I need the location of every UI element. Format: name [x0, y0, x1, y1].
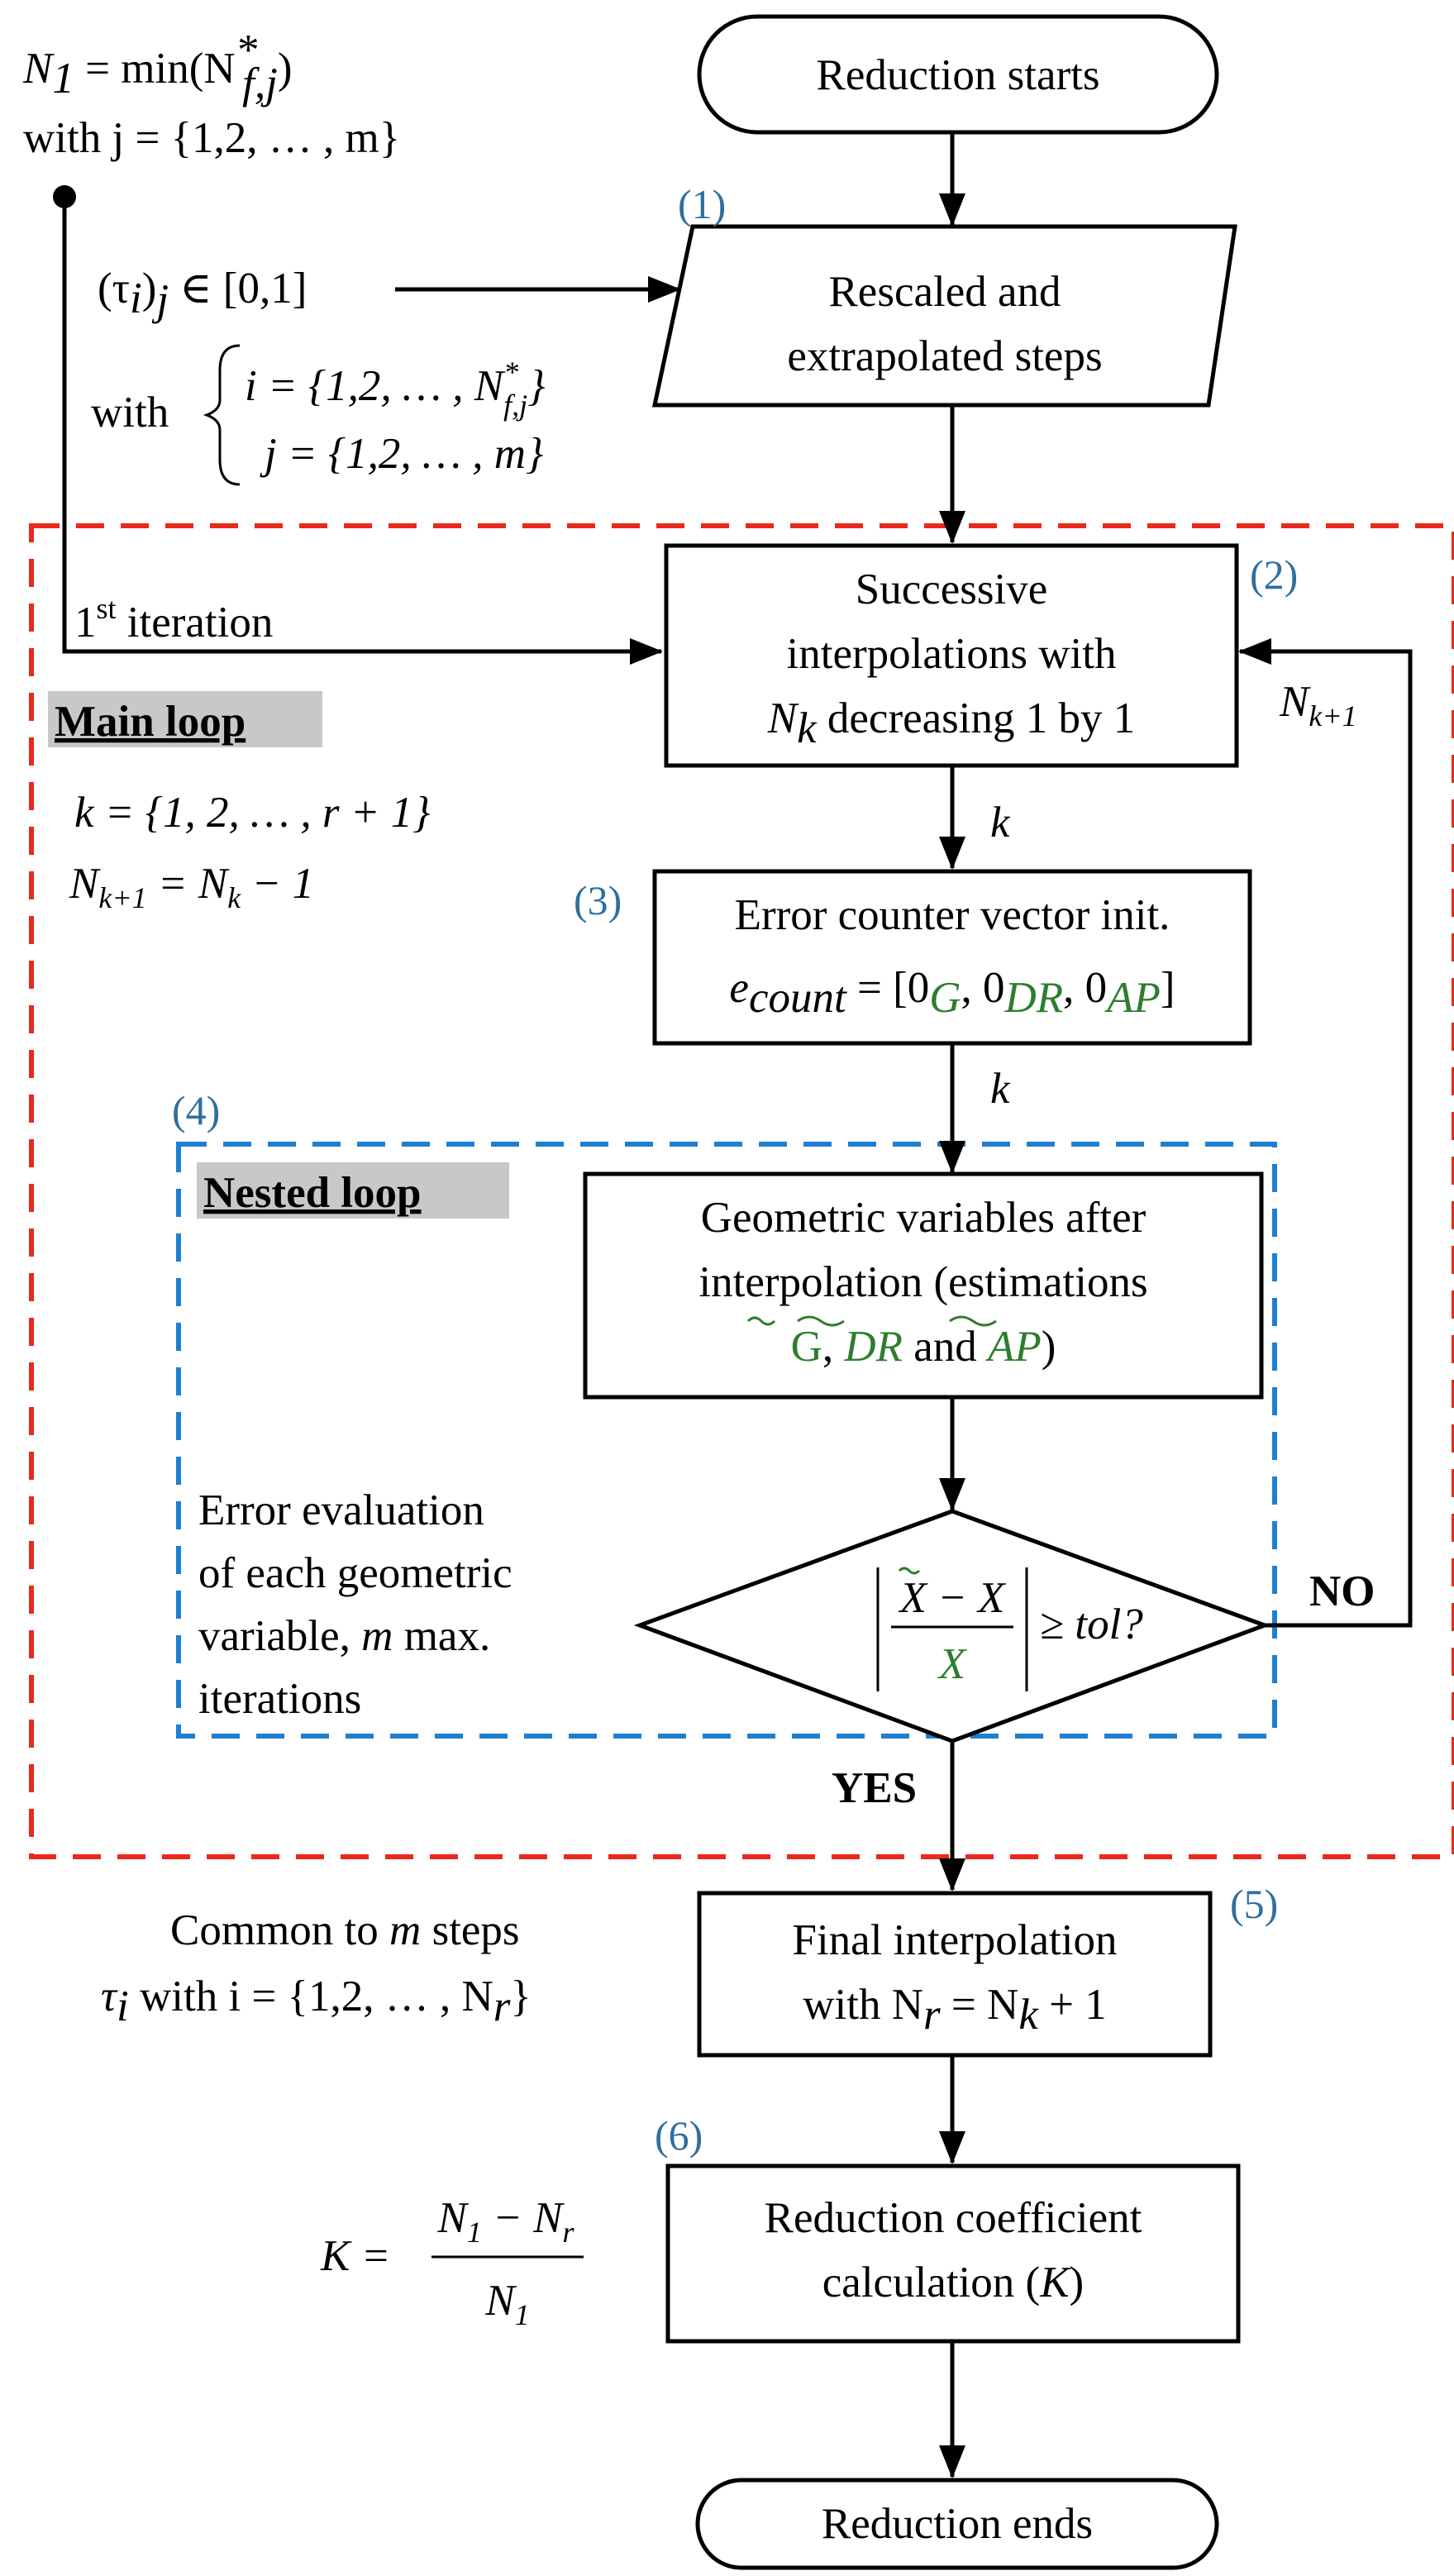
main-loop-region — [29, 523, 1454, 1859]
edge-label-nk1: Nk+1 — [1279, 678, 1357, 732]
tau-range: (τi)j ∈ [0,1] — [98, 265, 307, 324]
end-label: Reduction ends — [822, 2500, 1093, 2548]
common-tau: τi with i = {1,2, … , Nr} — [101, 1973, 532, 2030]
no-label: NO — [1309, 1567, 1375, 1615]
decision-denominator: X — [937, 1640, 968, 1688]
edge-label-k1: k — [990, 799, 1011, 847]
step5-line2: with Nr = Nk + 1 — [803, 1981, 1106, 2039]
tilde-dr — [797, 1315, 845, 1327]
k-formula-numerator: N1 − Nr — [437, 2194, 575, 2249]
with-word: with — [91, 389, 169, 436]
k-formula-lhs: K = — [320, 2232, 390, 2280]
step-number-2: (2) — [1250, 551, 1298, 598]
n1-source-dot — [53, 185, 76, 208]
step4-line1: Geometric variables after — [701, 1194, 1147, 1242]
step-number-5: (5) — [1230, 1881, 1278, 1927]
main-loop-highlight — [48, 691, 322, 747]
step3-line2: ecount = [0G, 0DR, 0AP] — [729, 964, 1175, 1022]
end-terminator — [695, 2478, 1219, 2570]
step2-line1: Successive — [856, 565, 1048, 613]
decision-tol: ≥ tol? — [1040, 1600, 1143, 1648]
error-eval-line2: of each geometric — [198, 1549, 512, 1597]
step4-line2: interpolation (estimations — [698, 1258, 1147, 1306]
brace — [203, 344, 241, 486]
step2-line2: interpolations with — [787, 630, 1117, 678]
yes-label: YES — [832, 1764, 917, 1812]
edge-first-iteration — [62, 197, 663, 665]
nested-loop-title: Nested loop — [203, 1169, 422, 1217]
k-definition: k = {1, 2, … , r + 1} — [74, 789, 430, 837]
step1-line2: extrapolated steps — [787, 332, 1102, 380]
tilde-ap — [949, 1315, 997, 1327]
with-i-definition: i = {1,2, … , N*f,j} — [245, 355, 545, 422]
tilde-g — [746, 1316, 776, 1326]
error-eval-line4: iterations — [198, 1675, 361, 1723]
step-number-1: (1) — [678, 181, 726, 227]
error-eval-line1: Error evaluation — [198, 1486, 484, 1534]
step6-reduction-coefficient — [665, 2163, 1241, 2344]
main-loop-title: Main loop — [55, 698, 246, 746]
nk-definition: Nk+1 = Nk − 1 — [69, 860, 314, 914]
tilde-x — [898, 1567, 921, 1575]
nested-loop-highlight — [197, 1162, 509, 1219]
step6-line1: Reduction coefficient — [765, 2194, 1142, 2242]
common-to-m-steps: Common to m steps — [170, 1906, 520, 1954]
step3-line1: Error counter vector init. — [735, 891, 1170, 939]
n1-definition: N1 = min(N*f,j) — [22, 26, 292, 107]
step2-line3: Nk decreasing 1 by 1 — [767, 694, 1136, 752]
step-number-3: (3) — [574, 877, 622, 923]
step1-line1: Rescaled and — [828, 268, 1061, 316]
step5-line1: Final interpolation — [792, 1916, 1117, 1964]
step4-geometric-variables — [583, 1171, 1264, 1400]
step5-final-interpolation — [697, 1891, 1213, 2058]
decision-numerator: X − X — [898, 1574, 1007, 1622]
step1-rescaled-extrapolated — [651, 224, 1237, 408]
first-iteration-label: 1st iteration — [74, 592, 273, 646]
step4-line3: G, DR and AP) — [791, 1323, 1056, 1371]
step3-error-counter-init — [652, 869, 1252, 1046]
with-j-definition: with j = {1,2, … , m} — [23, 114, 400, 162]
start-label: Reduction starts — [817, 51, 1100, 99]
nested-loop-region — [176, 1142, 1277, 1739]
edge-label-k2: k — [990, 1065, 1011, 1113]
k-formula-denominator: N1 — [484, 2277, 529, 2331]
step6-line2: calculation (K) — [822, 2259, 1084, 2306]
edge-decision-no-loopback — [1238, 638, 1413, 1628]
with-j2-definition: j = {1,2, … , m} — [260, 430, 543, 478]
step-number-6: (6) — [655, 2112, 703, 2159]
step-number-4: (4) — [172, 1087, 220, 1133]
step2-successive-interpolations — [664, 543, 1239, 768]
start-terminator — [697, 14, 1219, 135]
error-eval-line3: variable, m max. — [198, 1612, 490, 1660]
